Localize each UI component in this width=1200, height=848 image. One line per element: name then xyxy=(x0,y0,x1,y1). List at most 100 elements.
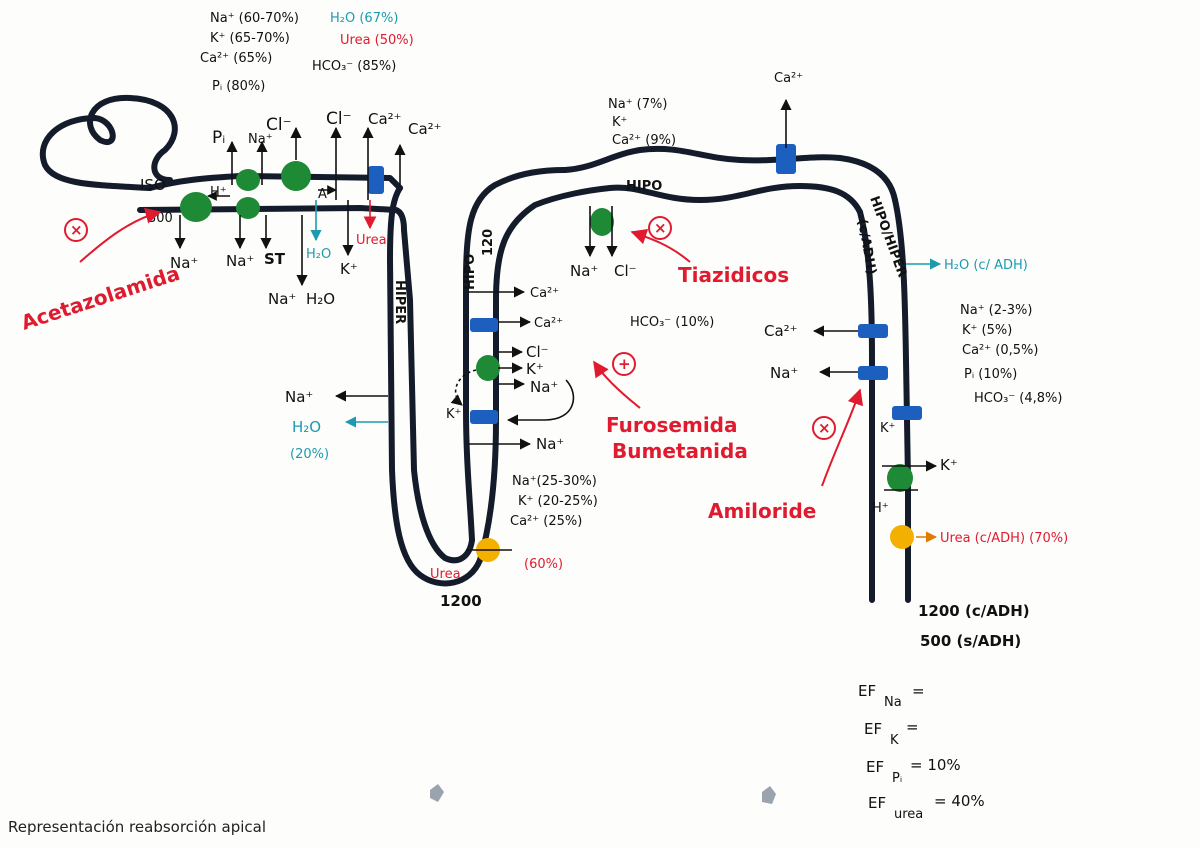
inhibit-icon-acetazolamide xyxy=(64,218,88,242)
label-distal-pct-k: K⁺ xyxy=(612,115,627,130)
transporter-nkcc2 xyxy=(476,355,500,381)
inhibit-icon-amiloride xyxy=(812,416,836,440)
label-bottom-na-3: Na⁺ xyxy=(268,290,296,308)
ef-pi-value: = 10% xyxy=(910,756,961,774)
inhibit-icon-thiazides xyxy=(648,216,672,240)
drug-thiazides: Tiazidicos xyxy=(678,263,789,287)
label-asc-ca-mid: Ca²⁺ xyxy=(534,316,563,331)
proximal-urea-pct: Urea (50%) xyxy=(340,33,414,48)
label-collecting-h2o: H₂O (c/ ADH) xyxy=(944,258,1028,273)
drugs: × Acetazolamida × Tiazidicos + Furosemid… xyxy=(18,207,864,523)
inhibit-mark-acetazolamide: × xyxy=(70,221,83,239)
transporter-na-st xyxy=(236,197,260,219)
ef-pi-label: EF xyxy=(866,758,884,776)
label-bottom-h2o: H₂O xyxy=(306,290,335,308)
channel-ca-distal xyxy=(776,144,796,174)
transporter-cl-anion xyxy=(281,161,311,191)
descending-wall-inner xyxy=(401,227,475,564)
ef-k: EF K = xyxy=(864,718,919,748)
label-hiper-descending: HIPER xyxy=(392,280,407,324)
label-osm-300: 300 xyxy=(148,211,173,226)
drug-acetazolamide: Acetazolamida xyxy=(18,261,183,335)
proximal-ca-pct: Ca²⁺ (65%) xyxy=(200,51,272,66)
ef-k-label: EF xyxy=(864,720,882,738)
ef-urea-sub: urea xyxy=(894,807,923,822)
label-bottom-na-1: Na⁺ xyxy=(170,254,198,272)
ef-na-label: EF xyxy=(858,682,876,700)
ef-urea-value: = 40% xyxy=(934,792,985,810)
ef-k-sub: K xyxy=(890,733,899,748)
collecting-duct: HIPO/HIPER (c/ADH) H₂O (c/ ADH) Na⁺ (2-3… xyxy=(764,194,1068,650)
label-distal-ca-top: Ca²⁺ xyxy=(774,71,803,86)
fractional-excretion: EF Na = EF K = EF Pᵢ = 10% EF urea = 40% xyxy=(858,682,985,822)
ascending-limb: HIPO 120 Ca²⁺ Ca²⁺ Cl⁻ K⁺ Na⁺ K⁺ Na⁺ Na⁺… xyxy=(446,229,598,572)
label-distal-pct-ca: Ca²⁺ (9%) xyxy=(612,133,676,148)
label-descending-urea: Urea xyxy=(430,567,461,582)
label-hipo-distal: HIPO xyxy=(626,179,662,194)
label-c-adh: (c/ADH) xyxy=(854,218,879,276)
inhibit-mark-loop: + xyxy=(618,355,631,373)
transporter-ncc xyxy=(590,208,614,236)
label-proximal-h2o: H₂O xyxy=(306,247,331,262)
urea-channel-collecting xyxy=(890,525,914,549)
ef-na-sub: Na xyxy=(884,695,902,710)
label-asc-urea-pct: (60%) xyxy=(524,557,563,572)
paper-speck xyxy=(762,786,776,804)
label-h-plus: H⁺ xyxy=(210,185,227,200)
bowman-capsule xyxy=(40,94,178,191)
transporter-h-k-atpase xyxy=(887,464,913,492)
channel-romk-collecting xyxy=(892,406,922,420)
channel-enac xyxy=(858,366,888,380)
label-osm-120: 120 xyxy=(481,229,496,256)
proximal-percentages: Na⁺ (60-70%) H₂O (67%) K⁺ (65-70%) Urea … xyxy=(200,11,414,94)
inhibit-icon-loop xyxy=(612,352,636,376)
proximal-h2o-pct: H₂O (67%) xyxy=(330,11,398,26)
label-osm-500-adh: 500 (s/ADH) xyxy=(920,632,1021,650)
label-coll-pct-k: K⁺ (5%) xyxy=(962,323,1012,338)
channel-ca-proximal xyxy=(368,166,384,194)
ascending-wall-inner xyxy=(463,167,568,543)
distal-wall-bottom xyxy=(607,183,863,215)
label-asc-pct-na: Na⁺(25-30%) xyxy=(512,474,597,489)
drug-amiloride: Amiloride xyxy=(708,499,816,523)
label-coll-pct-na: Na⁺ (2-3%) xyxy=(960,303,1032,318)
label-asc-k-side: K⁺ xyxy=(446,407,461,422)
channel-romk xyxy=(470,410,498,424)
ef-na-value: = xyxy=(912,682,925,700)
label-asc-na: Na⁺ xyxy=(530,378,558,396)
label-distal-pct-na: Na⁺ (7%) xyxy=(608,97,667,112)
label-coll-na: Na⁺ xyxy=(770,364,798,382)
ef-na: EF Na = xyxy=(858,682,925,710)
inhibit-mark-amiloride: × xyxy=(818,419,831,437)
descending-wall-outer xyxy=(387,185,483,587)
proximal-transport: ISO 300 H⁺ A⁻ Pᵢ Na⁺ Cl⁻ Cl⁻ Ca²⁺ Ca²⁺ N… xyxy=(140,109,442,308)
label-asc-k: K⁺ xyxy=(526,360,544,378)
label-asc-pct-k: K⁺ (20-25%) xyxy=(518,494,598,509)
label-coll-pct-ca: Ca²⁺ (0,5%) xyxy=(962,343,1038,358)
label-coll-urea: Urea (c/ADH) (70%) xyxy=(940,531,1068,546)
ef-pi-sub: Pᵢ xyxy=(892,771,902,786)
proximal-pi-pct: Pᵢ (80%) xyxy=(212,79,265,94)
inhibit-mark-thiazides: × xyxy=(654,219,667,237)
label-asc-ca-top: Ca²⁺ xyxy=(530,286,559,301)
channel-ca-ascending xyxy=(470,318,498,332)
ascending-wall-outer xyxy=(477,185,613,563)
paper-speck xyxy=(430,784,444,802)
label-bottom-k: K⁺ xyxy=(340,260,358,278)
label-coll-pct-pi: Pᵢ (10%) xyxy=(964,367,1017,382)
label-coll-pct-hco3: HCO₃⁻ (4,8%) xyxy=(974,391,1062,406)
proximal-na-pct: Na⁺ (60-70%) xyxy=(210,11,299,26)
label-bottom-na-2: Na⁺ xyxy=(226,252,254,270)
proximal-hco3-pct: HCO₃⁻ (85%) xyxy=(312,59,396,74)
label-top-cl-2: Cl⁻ xyxy=(326,109,352,129)
transporter-na-pi xyxy=(236,169,260,191)
collecting-wall-inner xyxy=(857,209,875,603)
transporter-nhe xyxy=(180,192,212,222)
label-top-na: Na⁺ xyxy=(248,132,273,147)
label-top-cl-1: Cl⁻ xyxy=(266,115,292,135)
label-descending-na: Na⁺ xyxy=(285,388,313,406)
label-coll-ca: Ca²⁺ xyxy=(764,322,798,340)
proximal-wall-top xyxy=(147,173,403,191)
